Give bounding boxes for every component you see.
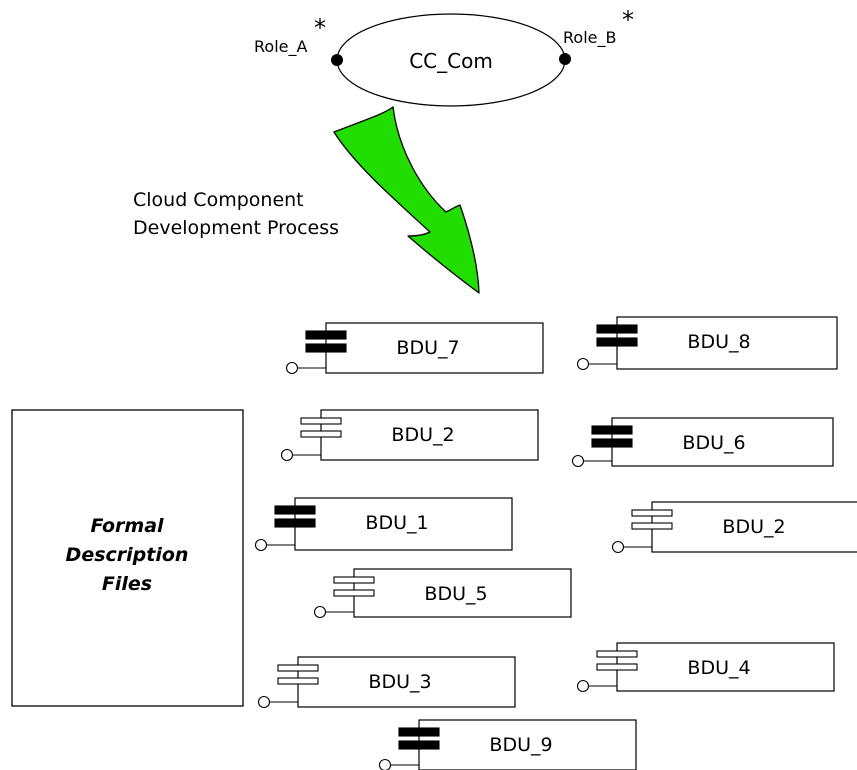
component-label: BDU_2 <box>722 516 785 538</box>
outline-component-icon <box>631 509 673 530</box>
component-box: BDU_2 <box>280 409 539 462</box>
interface-lollipop <box>285 361 326 375</box>
filled-component-icon <box>591 425 633 448</box>
filled-component-icon <box>305 330 347 353</box>
outline-component-icon <box>333 576 375 597</box>
interface-lollipop <box>378 758 419 770</box>
component-box: BDU_8 <box>576 316 838 371</box>
component-label: BDU_9 <box>489 734 552 756</box>
component-box: BDU_7 <box>285 322 544 375</box>
interface-lollipop <box>257 695 298 709</box>
component-label: BDU_2 <box>391 424 454 446</box>
formal-description-files-box: Formal Description Files <box>11 409 244 707</box>
outline-component-icon <box>596 650 638 671</box>
component-label: BDU_3 <box>368 671 431 693</box>
interface-lollipop <box>611 540 652 554</box>
component-frame <box>651 501 857 553</box>
file-box-line1: Formal <box>90 515 164 537</box>
component-frame <box>294 497 513 551</box>
process-label-line2: Development Process <box>133 217 339 239</box>
component-label: BDU_5 <box>424 583 487 605</box>
outline-component-icon <box>277 664 319 685</box>
role-a-multiplicity: * <box>314 14 326 42</box>
role-b-label: Role_B <box>563 28 616 48</box>
component-frame <box>320 409 539 461</box>
component-box: BDU_1 <box>254 497 513 552</box>
role-b-multiplicity: * <box>622 6 634 34</box>
component-frame <box>353 568 572 618</box>
component-frame <box>616 316 838 370</box>
component-box: BDU_2 <box>611 501 857 554</box>
role-a-port <box>331 54 343 66</box>
component-frame <box>616 642 835 692</box>
interface-lollipop <box>254 538 295 552</box>
component-label: BDU_1 <box>365 512 428 534</box>
file-box-frame <box>11 409 244 707</box>
role-b-port <box>559 53 571 65</box>
file-box-line2: Description <box>66 544 189 566</box>
component-frame <box>297 656 516 708</box>
component-label: BDU_7 <box>396 337 459 359</box>
file-box-line3: Files <box>102 573 152 595</box>
outline-component-icon <box>300 417 342 438</box>
component-frame <box>325 322 544 374</box>
process-arrow <box>333 106 480 294</box>
filled-component-icon <box>596 324 638 347</box>
collaboration: CC_Com Role_A * Role_B * <box>254 6 634 107</box>
component-label: BDU_4 <box>687 657 750 679</box>
role-a-label: Role_A <box>254 37 307 57</box>
component-label: BDU_8 <box>687 331 750 353</box>
component-frame <box>418 719 637 770</box>
interface-lollipop <box>313 605 354 619</box>
component-box: BDU_3 <box>257 656 516 709</box>
process-label-line1: Cloud Component <box>133 189 304 211</box>
component-box: BDU_5 <box>313 568 572 619</box>
component-label: BDU_6 <box>682 432 745 454</box>
interface-lollipop <box>280 448 321 462</box>
interface-lollipop <box>576 357 617 371</box>
interface-lollipop <box>571 454 612 468</box>
interface-lollipop <box>576 679 617 693</box>
component-box: BDU_4 <box>576 642 835 693</box>
filled-component-icon <box>274 505 316 528</box>
filled-component-icon <box>398 727 440 750</box>
component-box: BDU_9 <box>378 719 637 770</box>
collaboration-name: CC_Com <box>409 49 493 73</box>
component-box: BDU_6 <box>571 417 834 468</box>
